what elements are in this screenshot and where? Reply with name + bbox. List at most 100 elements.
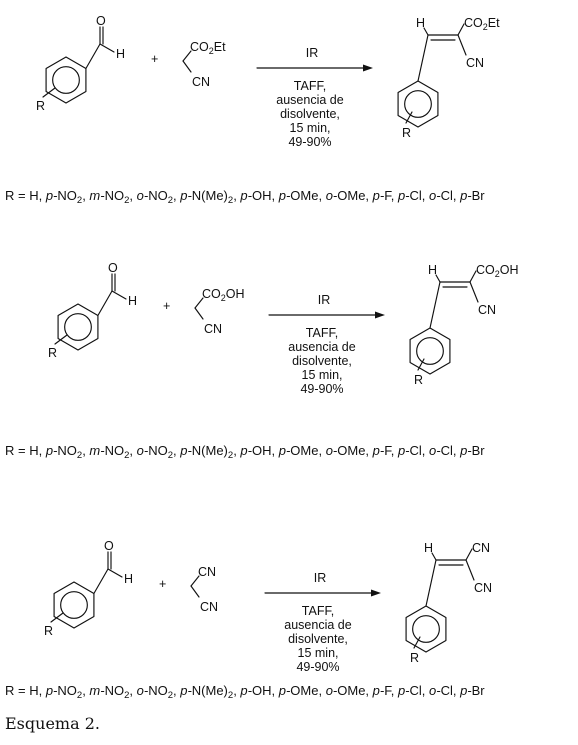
condition-line-5: 49-90% bbox=[288, 135, 331, 149]
methylene-reagent: CO2OH CN bbox=[194, 287, 245, 336]
aromatic-circle bbox=[416, 337, 444, 365]
scheme-caption: Esquema 2. bbox=[5, 714, 100, 733]
vinyl-h-bond bbox=[431, 552, 437, 561]
product-top-label: CO2OH bbox=[476, 263, 519, 279]
ring-bonds bbox=[45, 56, 87, 104]
product-r-label: R bbox=[414, 373, 423, 387]
ester-bond bbox=[457, 23, 465, 36]
condition-ir: IR bbox=[314, 571, 327, 585]
benzaldehyde-ring bbox=[45, 56, 87, 104]
product: H CO2OH CN R bbox=[409, 263, 519, 387]
benzaldehyde: OHR bbox=[48, 261, 137, 360]
vinyl-hydrogen-label: H bbox=[428, 263, 437, 277]
r-substituent-label: R bbox=[36, 99, 45, 113]
ring-bonds bbox=[405, 605, 447, 653]
reagent-top-label: CO2Et bbox=[190, 40, 226, 56]
reagent-cn-label: CN bbox=[204, 322, 222, 336]
product-top-label: CO2Et bbox=[464, 16, 500, 32]
product-top-label: CN bbox=[472, 541, 490, 555]
r-bond bbox=[413, 636, 421, 649]
aromatic-circle bbox=[64, 313, 92, 341]
condition-ir: IR bbox=[318, 293, 331, 307]
reagent-top-label: CO2OH bbox=[202, 287, 245, 303]
vinyl-hydrogen-label: H bbox=[416, 16, 425, 30]
condition-line-2: ausencia de bbox=[276, 93, 343, 107]
condition-line-5: 49-90% bbox=[300, 382, 343, 396]
substituent-list-3: R = H, p-NO2, m-NO2, o-NO2, p-N(Me)2, p-… bbox=[5, 683, 485, 701]
reagent-bond bbox=[182, 60, 192, 73]
ester-bond bbox=[465, 548, 473, 561]
r-bond bbox=[417, 358, 425, 371]
condition-line-2: ausencia de bbox=[284, 618, 351, 632]
condition-line-2: ausencia de bbox=[288, 340, 355, 354]
reagent-bond bbox=[182, 50, 192, 62]
ring-bonds bbox=[53, 581, 95, 629]
substituent-list-2: R = H, p-NO2, m-NO2, o-NO2, p-N(Me)2, p-… bbox=[5, 443, 485, 461]
product-cn-label: CN bbox=[466, 56, 484, 70]
benzaldehyde: OHR bbox=[44, 539, 133, 638]
product-ring bbox=[405, 605, 447, 653]
ring-bonds bbox=[409, 327, 451, 375]
plus-sign: + bbox=[151, 52, 158, 66]
reagent-bond bbox=[190, 575, 200, 587]
aromatic-circle bbox=[60, 591, 88, 619]
ester-bond bbox=[469, 270, 477, 283]
plus-sign: + bbox=[163, 299, 170, 313]
benzaldehyde-ring bbox=[57, 303, 99, 351]
vinyl-bond bbox=[425, 559, 437, 607]
product-cn-label: CN bbox=[478, 303, 496, 317]
condition-line-1: TAFF, bbox=[306, 326, 338, 340]
condition-line-3: disolvente, bbox=[292, 354, 352, 368]
aldehyde-h-bond bbox=[107, 568, 123, 578]
aldehyde-bond bbox=[85, 43, 101, 70]
product-ring bbox=[409, 327, 451, 375]
aromatic-circle bbox=[404, 90, 432, 118]
product-r-label: R bbox=[410, 651, 419, 665]
ring-bonds bbox=[57, 303, 99, 351]
vinyl-h-bond bbox=[423, 27, 429, 36]
reagent-bond bbox=[194, 307, 204, 320]
reagent-top-label: CN bbox=[198, 565, 216, 579]
aldehyde-h-bond bbox=[111, 290, 127, 300]
aldehyde-h-bond bbox=[99, 43, 115, 53]
reagent-cn-label: CN bbox=[192, 75, 210, 89]
vinyl-h-bond bbox=[435, 274, 441, 283]
reagent-bond bbox=[194, 297, 204, 309]
nitrile-bond bbox=[469, 281, 479, 303]
nitrile-bond bbox=[457, 34, 467, 56]
oxygen-label: O bbox=[108, 261, 118, 275]
aldehyde-bond bbox=[97, 290, 113, 317]
ring-bonds bbox=[397, 80, 439, 128]
vinyl-hydrogen-label: H bbox=[424, 541, 433, 555]
oxygen-label: O bbox=[104, 539, 114, 553]
condition-line-1: TAFF, bbox=[294, 79, 326, 93]
product-r-label: R bbox=[402, 126, 411, 140]
condition-line-1: TAFF, bbox=[302, 604, 334, 618]
nitrile-bond bbox=[465, 559, 475, 581]
condition-line-5: 49-90% bbox=[296, 660, 339, 674]
r-bond bbox=[50, 612, 64, 623]
condition-line-3: disolvente, bbox=[288, 632, 348, 646]
aromatic-circle bbox=[52, 66, 80, 94]
benzaldehyde-ring bbox=[53, 581, 95, 629]
reagent-cn-label: CN bbox=[200, 600, 218, 614]
oxygen-label: O bbox=[96, 14, 106, 28]
hydrogen-label: H bbox=[116, 47, 125, 61]
substituent-list-1: R = H, p-NO2, m-NO2, o-NO2, p-N(Me)2, p-… bbox=[5, 188, 485, 206]
condition-line-3: disolvente, bbox=[280, 107, 340, 121]
condition-ir: IR bbox=[306, 46, 319, 60]
benzaldehyde: O H R bbox=[36, 14, 125, 113]
r-bond bbox=[42, 87, 56, 98]
r-bond bbox=[405, 111, 413, 124]
product-ring bbox=[397, 80, 439, 128]
arrow-head bbox=[375, 311, 385, 319]
plus-sign: + bbox=[159, 577, 166, 591]
